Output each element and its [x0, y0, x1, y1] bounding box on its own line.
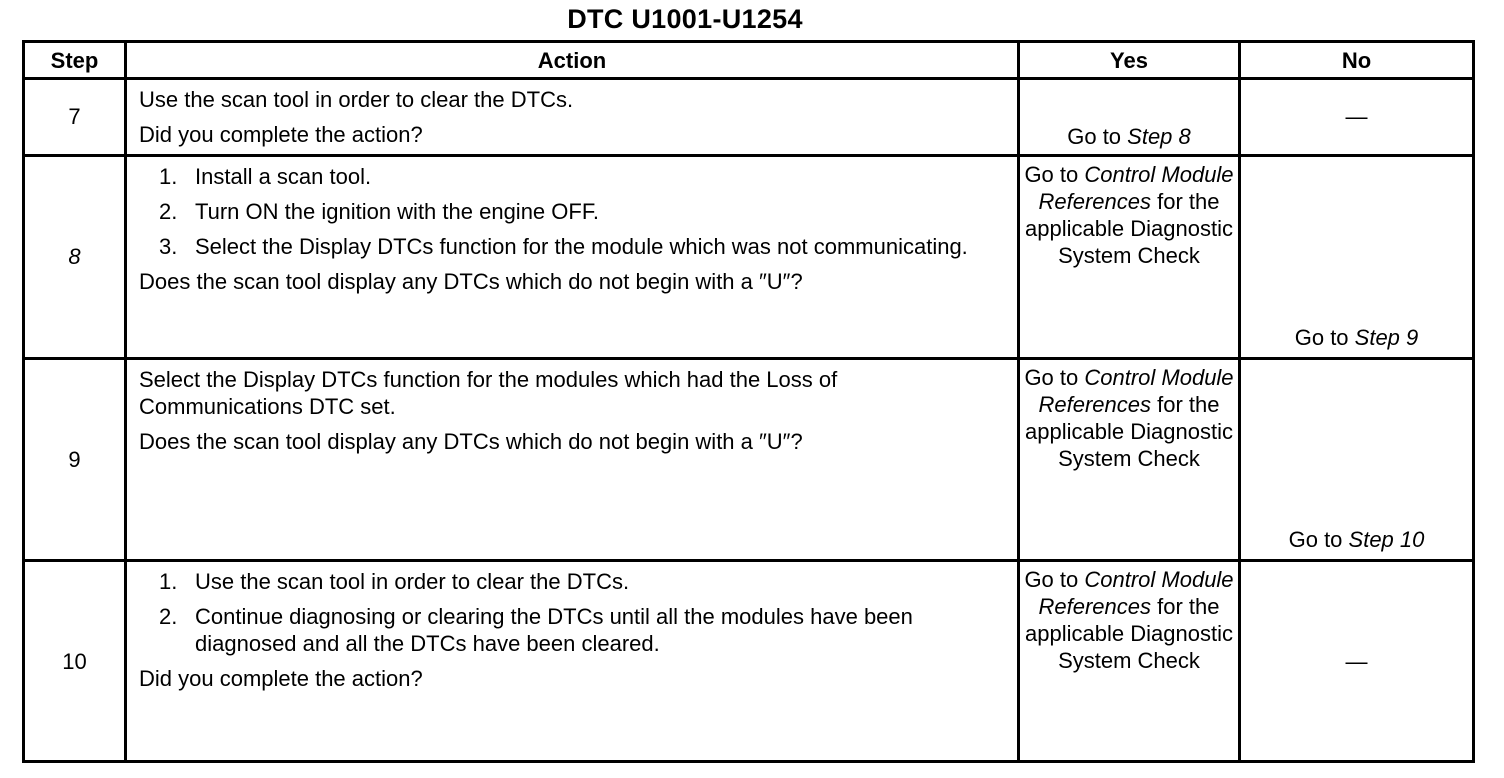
yes-step-link[interactable]: Step 8: [1127, 123, 1191, 149]
list-item: 3. Select the Display DTCs function for t…: [159, 233, 1005, 260]
list-item-number: 1.: [159, 163, 178, 189]
action-question: Did you complete the action?: [139, 666, 423, 692]
header-no: No: [1238, 40, 1475, 80]
step-number: 9: [22, 356, 127, 563]
table-row-step-9: 9 Select the Display DTCs function for t…: [22, 356, 1475, 563]
page-title: DTC U1001-U1254: [567, 4, 803, 34]
no-cell: Go to Step 9: [1238, 153, 1475, 360]
list-item-number: 1.: [159, 569, 178, 595]
header-row: Step Action Yes No: [22, 40, 1475, 80]
dtc-table: Step Action Yes No 7 Use the scan tool i…: [22, 40, 1475, 763]
action-cell: Select the Display DTCs function for the…: [124, 356, 1020, 563]
list-item-text: Turn ON the ignition with the engine OFF…: [195, 198, 599, 224]
table-row-step-7: 7 Use the scan tool in order to clear th…: [22, 77, 1475, 157]
table-row-step-8: 8 1. Install a scan tool. 2. Turn ON the i…: [22, 153, 1475, 360]
list-item: 2. Turn ON the ignition with the engine O…: [159, 198, 1005, 225]
no-prefix: Go to: [1294, 324, 1355, 350]
yes-reference-link[interactable]: Control Module References: [1038, 567, 1234, 620]
action-text: Select the Display DTCs function for the…: [139, 366, 838, 419]
header-action: Action: [124, 40, 1020, 80]
list-item-text: Select the Display DTCs function for the…: [195, 233, 968, 259]
yes-cell: Go to Control Module References for the …: [1017, 356, 1241, 563]
action-cell: Use the scan tool in order to clear the …: [124, 77, 1020, 157]
action-question: Did you complete the action?: [139, 122, 423, 147]
no-cell: Go to Step 10: [1238, 356, 1475, 563]
list-item-text: Install a scan tool.: [195, 163, 372, 189]
yes-suffix: for the applicable Diagnostic System Che…: [1025, 188, 1233, 268]
header-yes: Yes: [1017, 40, 1241, 80]
action-cell: 1. Install a scan tool. 2. Turn ON the ign…: [124, 153, 1020, 360]
yes-cell: Go to Step 8: [1017, 77, 1241, 157]
yes-cell: Go to Control Module References for the …: [1017, 153, 1241, 360]
yes-cell: Go to Control Module References for the …: [1017, 559, 1241, 763]
no-cell: —: [1238, 559, 1475, 763]
yes-suffix: for the applicable Diagnostic System Che…: [1025, 594, 1233, 674]
no-step-link[interactable]: Step 10: [1348, 527, 1425, 553]
list-item-number: 2.: [159, 198, 178, 224]
list-item: 2. Continue diagnosing or clearing the DT…: [159, 603, 1005, 657]
action-list: 1. Install a scan tool. 2. Turn ON the ign…: [139, 163, 1005, 260]
list-item: 1. Use the scan tool in order to clear th…: [159, 568, 1005, 595]
table-row-step-10: 10 1. Use the scan tool in order to clear…: [22, 559, 1475, 763]
action-cell: 1. Use the scan tool in order to clear th…: [124, 559, 1020, 763]
yes-prefix: Go to: [1024, 567, 1085, 593]
list-item: 1. Install a scan tool.: [159, 163, 1005, 190]
action-question: Does the scan tool display any DTCs whic…: [139, 268, 803, 294]
yes-suffix: for the applicable Diagnostic System Che…: [1025, 391, 1233, 471]
yes-prefix: Go to: [1067, 123, 1128, 149]
list-item-number: 2.: [159, 604, 178, 630]
yes-reference-link[interactable]: Control Module References: [1038, 364, 1234, 417]
no-cell: —: [1238, 77, 1475, 157]
action-list: 1. Use the scan tool in order to clear th…: [139, 568, 1005, 657]
step-number: 8: [22, 153, 127, 360]
action-text: Use the scan tool in order to clear the …: [139, 87, 574, 112]
yes-prefix: Go to: [1024, 161, 1085, 187]
no-step-link[interactable]: Step 9: [1354, 324, 1419, 350]
step-number: 7: [22, 77, 127, 157]
step-number: 10: [22, 559, 127, 763]
yes-reference-link[interactable]: Control Module References: [1038, 161, 1234, 214]
yes-prefix: Go to: [1024, 364, 1085, 390]
no-prefix: Go to: [1288, 527, 1349, 553]
header-step: Step: [22, 40, 127, 80]
action-question: Does the scan tool display any DTCs whic…: [139, 428, 803, 454]
list-item-text: Continue diagnosing or clearing the DTCs…: [195, 604, 913, 657]
list-item-text: Use the scan tool in order to clear the …: [195, 569, 630, 595]
list-item-number: 3.: [159, 233, 178, 259]
